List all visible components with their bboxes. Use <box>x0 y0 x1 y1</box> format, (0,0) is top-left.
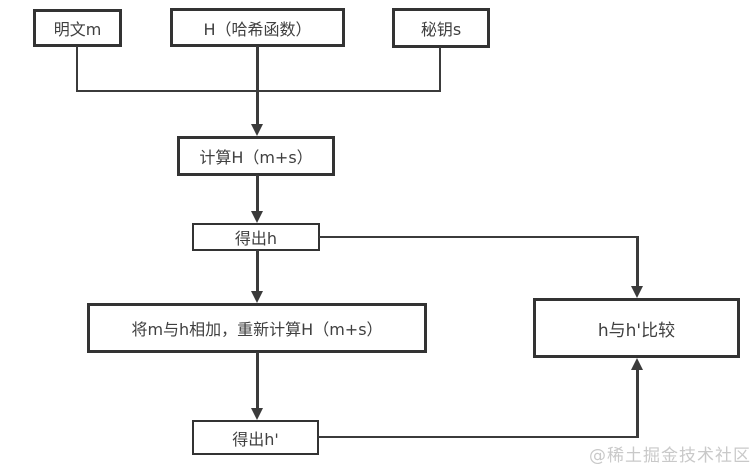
connector-compute-to-h <box>256 175 259 213</box>
connector-h-to-compare-horizontal <box>319 236 638 238</box>
node-secret-key: 秘钥s <box>392 8 490 48</box>
node-result-h-label: 得出h <box>234 229 278 248</box>
connector-hash-down <box>256 46 259 126</box>
arrow-down-icon <box>251 124 263 136</box>
connector-h-to-recompute <box>256 250 259 293</box>
node-recompute-hash-label: 将m与h相加，重新计算H（m+s） <box>131 320 383 339</box>
node-plaintext-m: 明文m <box>33 9 122 47</box>
arrow-down-icon <box>251 408 263 420</box>
connector-h-to-compare-vertical <box>636 236 639 288</box>
arrow-down-icon <box>251 291 263 303</box>
connector-join-horizontal <box>76 90 441 92</box>
node-plaintext-m-label: 明文m <box>53 20 102 39</box>
node-hash-function: H（哈希函数） <box>170 8 345 47</box>
node-compare-h-label: h与h'比较 <box>597 320 676 341</box>
connector-hprime-to-compare-vertical <box>636 368 639 438</box>
node-result-h-prime-label: 得出h' <box>232 429 279 449</box>
node-compare-h: h与h'比较 <box>533 298 740 358</box>
arrow-down-icon <box>251 211 263 223</box>
arrow-up-icon <box>631 358 643 370</box>
connector-key-down <box>439 47 441 92</box>
connector-recompute-to-hprime <box>256 352 259 410</box>
node-compute-hash-label: 计算H（m+s） <box>199 148 313 167</box>
watermark-text: @稀土掘金技术社区 <box>589 446 751 466</box>
connector-hprime-to-compare-horizontal <box>318 436 638 438</box>
node-result-h: 得出h <box>192 223 320 251</box>
arrow-down-icon <box>631 286 643 298</box>
node-compute-hash: 计算H（m+s） <box>177 136 335 176</box>
node-result-h-prime: 得出h' <box>192 420 319 455</box>
node-secret-key-label: 秘钥s <box>420 20 462 39</box>
node-recompute-hash: 将m与h相加，重新计算H（m+s） <box>87 303 427 353</box>
connector-plaintext-down <box>76 46 78 92</box>
node-hash-function-label: H（哈希函数） <box>203 19 312 39</box>
